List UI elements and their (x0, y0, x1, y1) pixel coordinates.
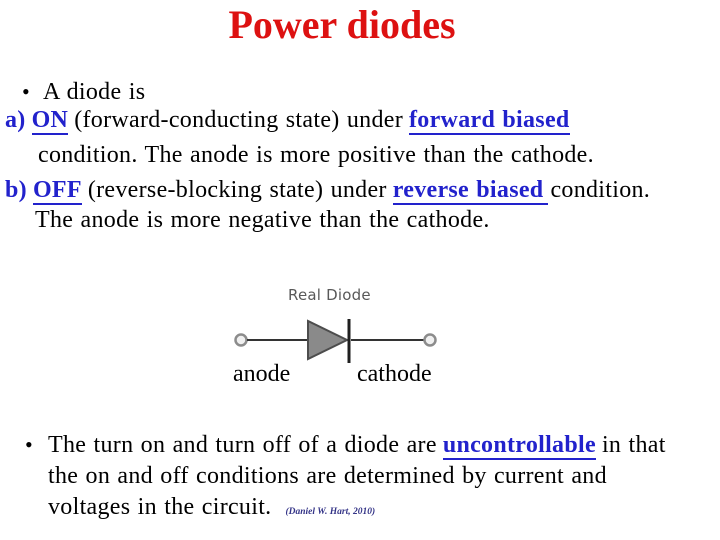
item-a-text: (forward-conducting state) under (74, 107, 404, 133)
intro-text: A diode is (43, 79, 146, 105)
cathode-label: cathode (357, 361, 432, 387)
diagram-caption: Real Diode (288, 286, 371, 304)
slide-title: Power diodes (228, 2, 456, 47)
outro-line1-text: The turn on and turn off of a diode are (48, 432, 437, 458)
cathode-terminal-icon (423, 333, 437, 347)
outro-highlight: uncontrollable (442, 432, 596, 460)
anode-terminal-icon (234, 333, 248, 347)
item-b-after-highlight: condition. (550, 177, 651, 203)
outro-line3: voltages in the circuit. (Daniel W. Hart,… (48, 492, 375, 527)
bullet-icon: • (22, 79, 31, 104)
intro-line: • A diode is (22, 77, 145, 107)
item-a-keyword: ON (31, 107, 69, 135)
item-a-line2: condition. The anode is more positive th… (38, 140, 594, 170)
item-b-label: b) (5, 177, 27, 203)
item-a-label: a) (5, 107, 26, 133)
item-b-highlight: reverse biased (392, 177, 549, 205)
item-b-line2: The anode is more negative than the cath… (35, 205, 490, 235)
diode-schematic (234, 319, 437, 363)
bullet-icon: • (25, 432, 34, 457)
diode-triangle-icon (307, 319, 350, 361)
anode-label: anode (233, 361, 291, 387)
item-a-line2-text: condition. The anode is more positive th… (38, 142, 594, 168)
item-b-text: (reverse-blocking state) under (87, 177, 387, 203)
item-b-keyword: OFF (32, 177, 82, 205)
citation-text: (Daniel W. Hart, 2010) (285, 507, 376, 517)
outro-line3-text: voltages in the circuit. (48, 494, 272, 520)
item-b-line2-text: The anode is more negative than the cath… (35, 207, 490, 233)
outro-line2-text: the on and off conditions are determined… (48, 463, 607, 489)
item-a-highlight: forward biased (409, 107, 570, 135)
outro-line1: • The turn on and turn off of a diode are… (25, 430, 666, 460)
outro-line1-after: in that (601, 432, 666, 458)
outro-line2: the on and off conditions are determined… (48, 461, 607, 491)
